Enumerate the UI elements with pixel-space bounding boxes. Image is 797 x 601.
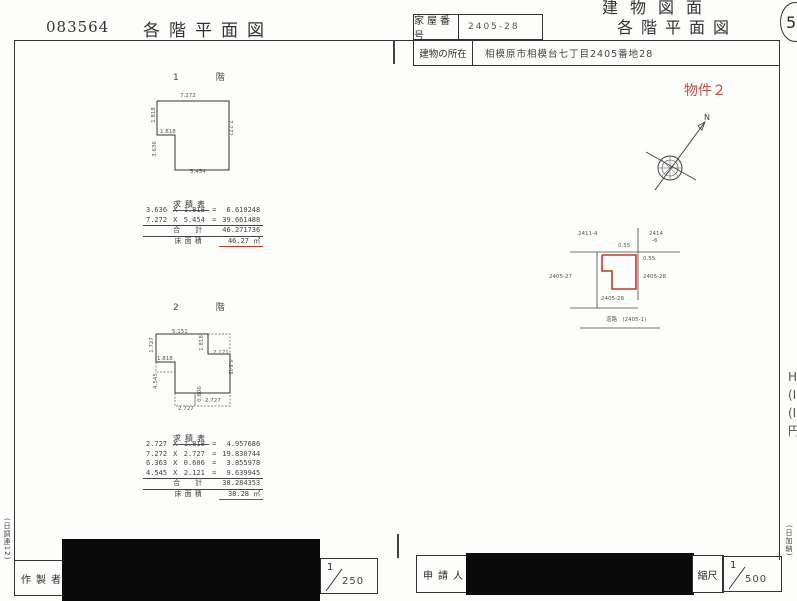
f1-dim-left: 1.818 [150,107,157,123]
site-plan [570,228,680,329]
center-tick-bottom [397,534,399,558]
f1-dim-lower-left: 3.636 [151,141,158,157]
north-compass-icon: N [645,113,710,191]
maker-label: 作製者 [21,574,66,586]
road-label: 道路 (2405-1) [606,317,647,323]
lot-top-left: 2411-4 [578,231,598,237]
drawing-title-line1: 建物図面 [602,0,715,17]
f2-dim-right: 4.545 [226,359,233,375]
f1-dim-bottom: 5.454 [190,169,206,175]
applicant-label: 申請人 [423,570,468,582]
f2-dim-inner: 1.818 [198,335,205,351]
lot-right: 2405-28 [643,274,666,280]
location-field: 建物の所在 相模原市相模台七丁目2405番地28 [413,40,780,66]
f1-dim-right: 7.272 [226,120,233,136]
lot-left: 2405-27 [549,274,572,280]
floor-2-plan [155,333,231,407]
floor-plan-scale: 1 250 [320,558,378,594]
margin-fragments: H (I (I 円 [788,370,797,438]
f2-dim-top: 5.151 [172,329,188,335]
right-margin-note: (日加納) [785,525,793,557]
f2-dim-notch: 2.121 [213,350,229,356]
redacted-maker [62,539,320,601]
f2-dim-step: 1.818 [157,356,173,362]
north-label: N [704,113,710,122]
document-title: 各階平面図 [143,21,273,41]
f2-dim-bottom: 2.727 [178,406,194,412]
document-serial-number: 083564 [46,18,110,36]
f1-dim-top: 7.272 [180,93,196,99]
house-number-value: 2405-28 [468,22,520,32]
house-number-field: 家屋番号 2405-28 [413,14,543,42]
lot-top-right-1: 2414 [649,231,663,237]
f2-dim-bottom-right: 2.727 [205,398,221,404]
left-margin-note: (日調連12) [3,518,11,561]
redacted-applicant [466,553,694,595]
f1-dim-step: 1.818 [160,129,176,135]
f2-dim-left: 1.727 [148,337,155,353]
center-tick-top [393,40,395,64]
offset-top: 0.55 [618,243,631,249]
building-outline [601,254,637,290]
f2-calc-title: 求積表 [173,434,209,445]
lot-bottom: 2405-28 [601,296,624,302]
site-plan-scale: 1 500 [723,556,782,592]
drawing-frame [14,40,780,560]
lot-top-right-2: -6 [652,238,658,244]
f2-dim-lower-left: 4.545 [152,373,159,389]
house-number-label: 家屋番号 [414,15,459,42]
drawing-title-line2: 各階平面図 [617,18,738,37]
floor-1-label: 1 階 [173,73,239,83]
offset-right: 0.55 [643,256,656,262]
location-value: 相模原市相模台七丁目2405番地28 [485,48,654,60]
scale-label: 縮尺 [692,555,723,593]
floor-2-label: 2 階 [173,303,239,313]
location-label: 建物の所在 [414,40,473,65]
page-marker: 5 [780,2,797,42]
property-label: 物件２ [684,83,726,99]
floor-1-plan [156,100,230,171]
f1-calc-title: 求積表 [173,200,209,211]
f2-dim-small: 0.606 [196,386,203,402]
